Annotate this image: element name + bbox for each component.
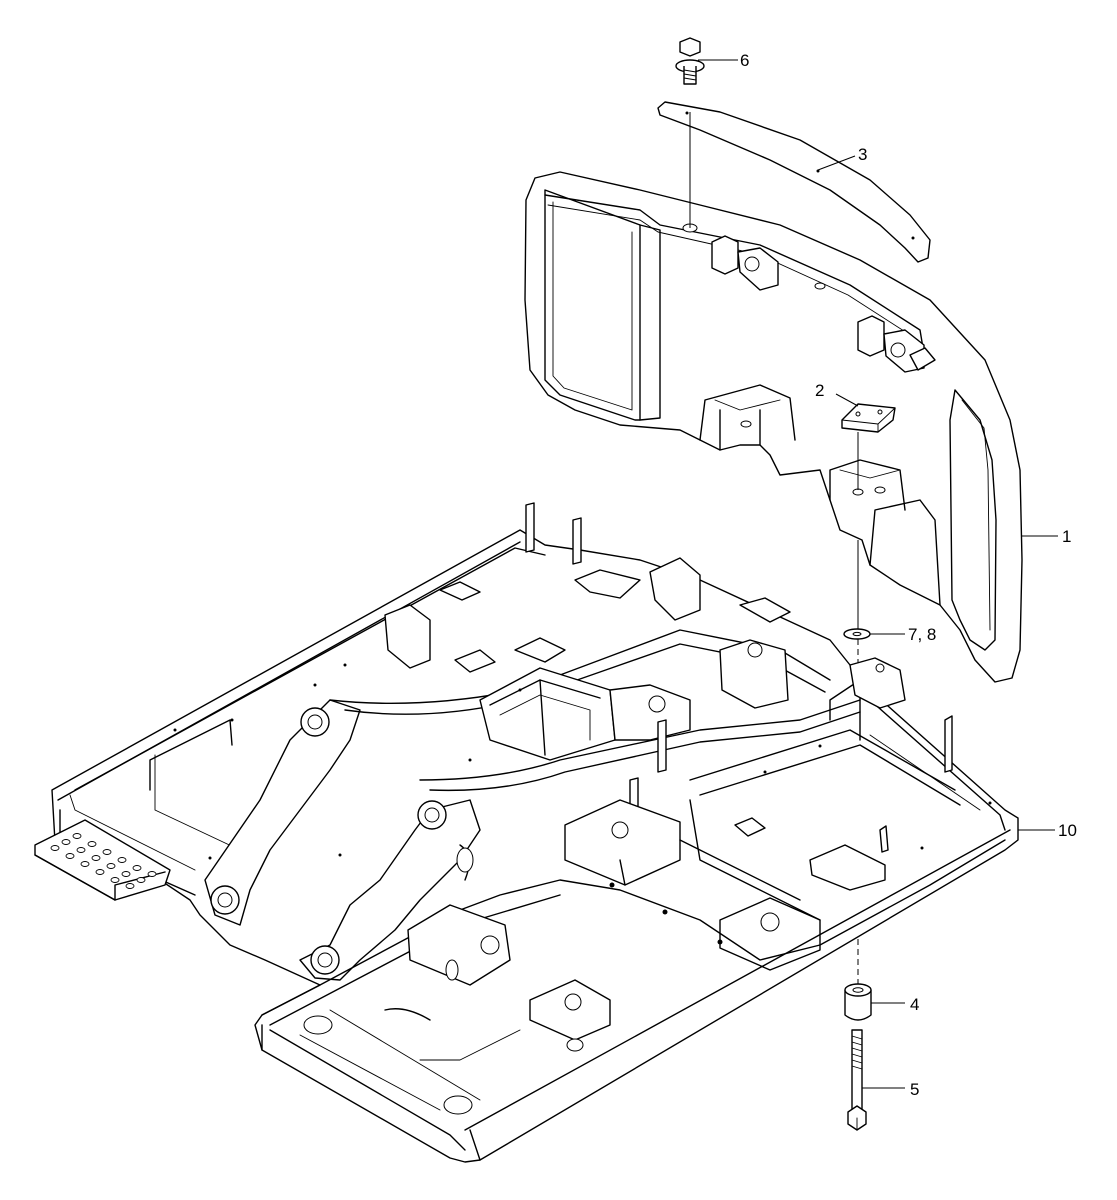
washer xyxy=(843,628,871,640)
callout-label: 3 xyxy=(858,145,867,164)
callout-label: 4 xyxy=(910,995,919,1014)
post xyxy=(572,517,582,565)
boom-bracket xyxy=(204,699,481,981)
callout-label: 10 xyxy=(1058,821,1077,840)
callout-label: 5 xyxy=(910,1080,919,1099)
spacer-collar xyxy=(844,983,872,1021)
counterweight xyxy=(524,171,1023,683)
callout-label: 2 xyxy=(815,381,824,400)
shim-plate xyxy=(841,403,896,433)
post xyxy=(657,719,667,773)
callout-label: 6 xyxy=(740,51,749,70)
bolt-long xyxy=(847,1029,867,1131)
callout-label: 7, 8 xyxy=(908,625,936,644)
bolt-top xyxy=(675,37,705,85)
upper-frame xyxy=(34,502,1019,1163)
callout-label: 1 xyxy=(1062,527,1071,546)
post xyxy=(944,715,953,773)
step-plate xyxy=(34,819,171,901)
post xyxy=(525,502,535,553)
center-box xyxy=(479,667,691,761)
